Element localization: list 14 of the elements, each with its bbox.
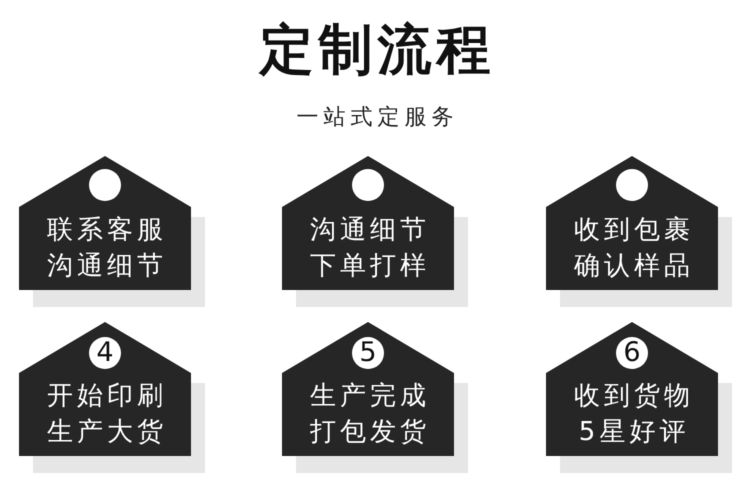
card-text: 生产完成打包发货 — [309, 380, 431, 449]
card-text: 收到包裹确认样品 — [573, 214, 695, 283]
tag-card — [19, 322, 205, 473]
card-text: 收到货物5星好评 — [573, 380, 695, 449]
page-title: 定制流程 — [258, 20, 496, 80]
tag-card — [546, 322, 732, 473]
card-text: 联系客服沟通细节 — [46, 214, 168, 283]
tag-card — [19, 156, 205, 307]
card-text: 沟通细节下单打样 — [309, 214, 431, 283]
card-text: 开始印刷生产大货 — [46, 380, 168, 449]
tag-card — [546, 156, 732, 307]
subtitle: 一站式定服务 — [296, 105, 458, 131]
tag-card — [282, 156, 468, 307]
tag-card — [282, 322, 468, 473]
